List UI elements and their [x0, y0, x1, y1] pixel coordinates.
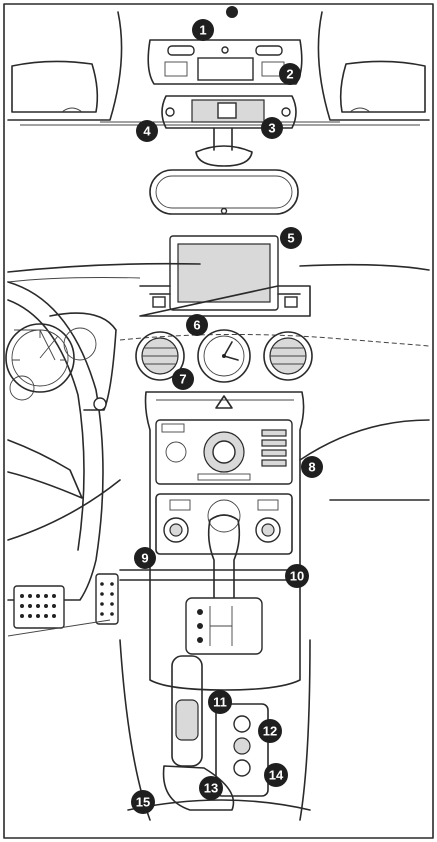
callout-1: 1 — [192, 19, 214, 41]
air-vent-right — [264, 332, 312, 380]
callout-8: 8 — [301, 456, 323, 478]
instrument-cluster — [6, 313, 116, 410]
callout-15: 15 — [131, 790, 155, 814]
gear-lever — [186, 515, 262, 654]
callout-label: 12 — [263, 724, 277, 739]
callout-label: 10 — [290, 569, 304, 584]
callout-11: 11 — [208, 690, 232, 714]
roof-console — [148, 40, 302, 84]
navigation-screen — [140, 236, 310, 316]
climate-controls — [156, 494, 292, 554]
audio-unit — [156, 420, 292, 484]
callout-label: 8 — [308, 460, 315, 475]
callout-10: 10 — [285, 564, 309, 588]
callout-label: 2 — [286, 67, 293, 82]
callout-label: 9 — [141, 551, 148, 566]
callout-14: 14 — [264, 763, 288, 787]
analog-clock — [198, 330, 250, 382]
callout-7: 7 — [172, 368, 194, 390]
sun-visor-right — [341, 61, 425, 112]
callout-label: 14 — [269, 768, 284, 783]
pedal-accelerator — [96, 574, 118, 624]
sun-visor-left — [12, 61, 97, 112]
handbrake-lever — [164, 656, 234, 810]
callout-9: 9 — [134, 547, 156, 569]
callout-label: 3 — [268, 121, 275, 136]
seat-edge — [128, 800, 310, 810]
hazard-triangle-icon — [216, 396, 232, 408]
callout-2: 2 — [279, 63, 301, 85]
console-ledge — [120, 570, 300, 580]
pedal-clutch — [14, 586, 64, 628]
callout-5: 5 — [280, 227, 302, 249]
callout-6: 6 — [186, 314, 208, 336]
callout-13: 13 — [199, 776, 223, 800]
rear-view-mirror — [150, 128, 298, 214]
callout-label: 4 — [143, 124, 151, 139]
callout-4: 4 — [136, 120, 158, 142]
callout-label: 13 — [204, 781, 218, 796]
callout-3: 3 — [261, 117, 283, 139]
callout-label: 6 — [193, 318, 200, 333]
callout-label: 15 — [136, 795, 150, 810]
callout-label: 5 — [287, 231, 294, 246]
callout-label: 7 — [179, 372, 186, 387]
callout-12: 12 — [258, 719, 282, 743]
callout-label: 1 — [199, 23, 206, 38]
roof-sensor-dot — [226, 6, 238, 18]
callout-label: 11 — [213, 695, 227, 710]
